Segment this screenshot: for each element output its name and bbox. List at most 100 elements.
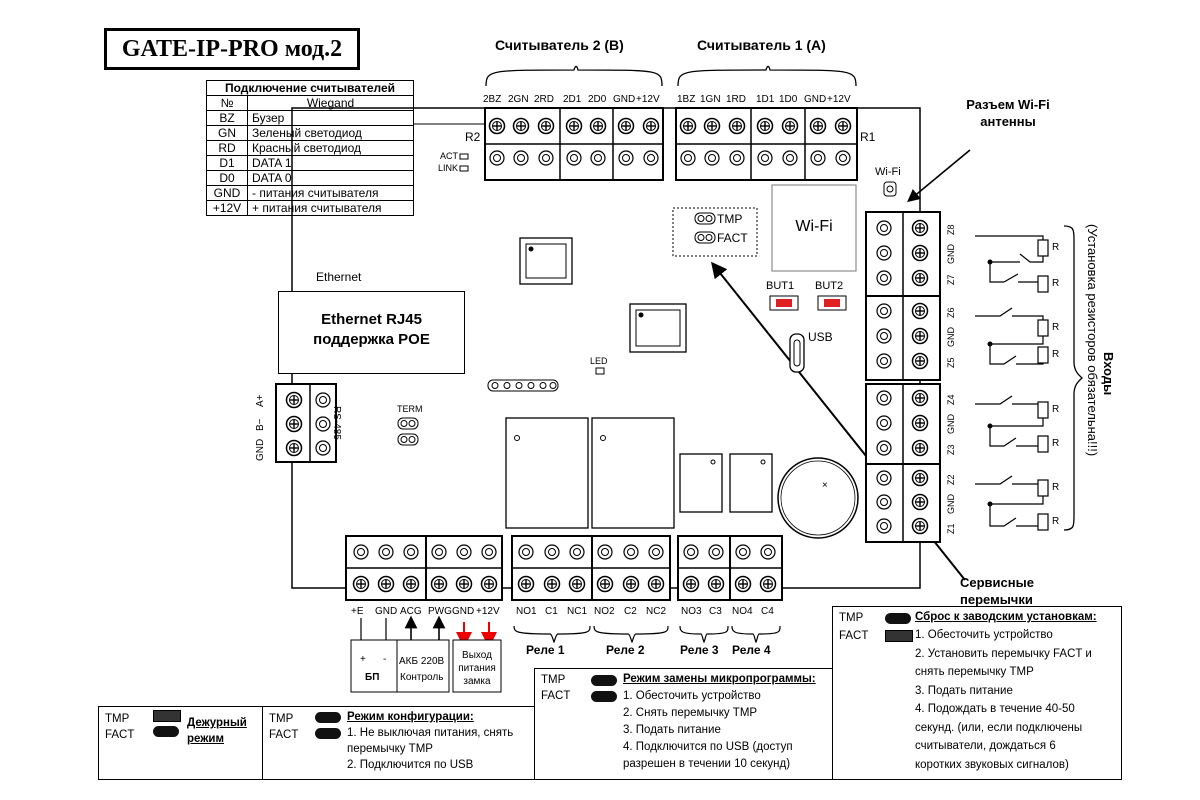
inputs-title: Входы (1101, 352, 1116, 396)
zone-pin-label: GND (946, 327, 956, 347)
resistor-label: R (1052, 349, 1060, 360)
led-indicator (595, 367, 605, 375)
reset-line-1: 1. Обесточить устройство (915, 629, 1053, 641)
table-cell-code: GND (206, 185, 248, 201)
reset-line-3: снять перемычку TMP (915, 666, 1034, 678)
lock-power-box (452, 639, 502, 693)
jumper-icon (315, 728, 341, 739)
firmware-title: Режим замены микропрограммы: (623, 673, 816, 685)
config-line-1: 1. Не выключая питания, снять (347, 727, 514, 739)
reset-fact: FACT (839, 630, 869, 642)
reset-line-7: считыватели, дождаться 6 (915, 740, 1056, 752)
firmware-line-5: разрешен в течении 10 секунд) (623, 758, 791, 770)
service-jumpers-label: Сервисные перемычки (960, 575, 1034, 607)
zone-pin-label: Z4 (946, 394, 956, 405)
firmware-line-3: 3. Подать питание (623, 724, 721, 736)
rs485-terminal (275, 383, 337, 463)
duty-title: Дежурный режим (187, 717, 247, 745)
relay-1-component (505, 417, 589, 529)
reset-line-8: коротких звуковых сигналов) (915, 759, 1069, 771)
power-pin-label: GND (375, 606, 398, 617)
reset-line-2: 2. Установить перемычку FACT и (915, 648, 1092, 660)
config-mode-box: TMP FACT Режим конфигурации: 1. Не выклю… (262, 706, 536, 780)
pin-label: +12V (827, 94, 851, 105)
power-terminal (345, 535, 427, 601)
config-title: Режим конфигурации: (347, 711, 474, 723)
config-line-2: перемычку TMP (347, 743, 433, 755)
zone-pin-label: Z3 (946, 444, 956, 455)
power-pin-label: GND (452, 606, 475, 617)
led-label: LED (590, 356, 608, 366)
ethernet-box: Ethernet RJ45 поддержка POE (278, 291, 465, 374)
jumper-icon (315, 712, 341, 723)
jumper-icon (153, 726, 179, 737)
relay-pin-label: NC1 (567, 606, 588, 617)
reset-line-6: секунд. (или, если подключены (915, 722, 1083, 734)
relay-pin-label: NC2 (646, 606, 667, 617)
chip-2 (629, 303, 687, 353)
zone-terminal-z6-z5 (865, 295, 941, 381)
reader1-title: Считыватель 1 (A) (697, 37, 826, 53)
firmware-line-1: 1. Обесточить устройство (623, 690, 761, 702)
table-cell-desc: Зеленый светодиод (247, 125, 414, 141)
resistor-label: R (1052, 278, 1060, 289)
zone-terminal-z2-z1 (865, 463, 941, 543)
relay-4-label: Реле 4 (732, 643, 771, 657)
service-jumpers-box (672, 207, 758, 257)
relay-3-terminal (677, 535, 731, 601)
relay-4-terminal (729, 535, 783, 601)
pin-label: GND (804, 94, 827, 105)
table-cell-code: GN (206, 125, 248, 141)
zone-pin-label: GND (946, 494, 956, 514)
zone-pin-label: GND (946, 244, 956, 264)
power-pin-label: PWG (428, 606, 452, 617)
jumper-icon (591, 691, 617, 702)
link-label: LINK (438, 163, 459, 173)
relay-pin-label: C4 (761, 606, 774, 617)
relay-pin-label: C3 (709, 606, 722, 617)
pin-label: 1GN (700, 94, 721, 105)
pin-label: 1RD (726, 94, 747, 105)
config-line-3: 2. Подключится по USB (347, 759, 474, 771)
reader1-brace (677, 65, 857, 87)
reset-title: Сброс к заводским установкам: (915, 611, 1097, 623)
zone-pin-label: Z6 (946, 307, 956, 318)
resistor-label: R (1052, 516, 1060, 527)
psu-box (350, 639, 398, 693)
jumper-bar-icon (153, 710, 181, 722)
relay-pin-label: C1 (545, 606, 558, 617)
pin-label: +12V (636, 94, 660, 105)
pin-label: 1D0 (779, 94, 798, 105)
psu-minus-label: - (383, 654, 387, 665)
power-pin-label: +12V (476, 606, 500, 617)
control-label: Контроль (400, 672, 444, 683)
relay-1-terminal (511, 535, 593, 601)
duty-fact: FACT (105, 729, 135, 741)
usb-label: USB (808, 330, 833, 344)
battery (777, 457, 859, 539)
wifi-module (771, 184, 857, 272)
table-cell-code: +12V (206, 200, 248, 216)
zone-wiring (975, 235, 1049, 531)
zone-pin-label: Z2 (946, 474, 956, 485)
power-pin-label: +E (351, 606, 364, 617)
relay-pin-label: NO1 (516, 606, 537, 617)
lock-power-label: Выход питания замка (458, 650, 496, 687)
relay-pin-label: NO4 (732, 606, 753, 617)
readers-table-title: Подключение считывателей (206, 80, 414, 96)
zone-pin-label: Z7 (946, 274, 956, 285)
wifi-antenna-connector (883, 181, 897, 197)
table-cell-desc: - питания считывателя (247, 185, 414, 201)
relay-2-terminal (591, 535, 671, 601)
pin-label: 2D1 (563, 94, 582, 105)
table-cell-code: D1 (206, 155, 248, 171)
pin-label: 2RD (534, 94, 555, 105)
pin-label: 2D0 (588, 94, 607, 105)
pin-label: 1BZ (677, 94, 696, 105)
rs485-pin-a: A+ (255, 394, 266, 407)
zone-pin-label: GND (946, 414, 956, 434)
config-tmp: TMP (269, 713, 294, 725)
rs485-label: RS-485 (331, 406, 342, 440)
pin-header (487, 379, 559, 392)
